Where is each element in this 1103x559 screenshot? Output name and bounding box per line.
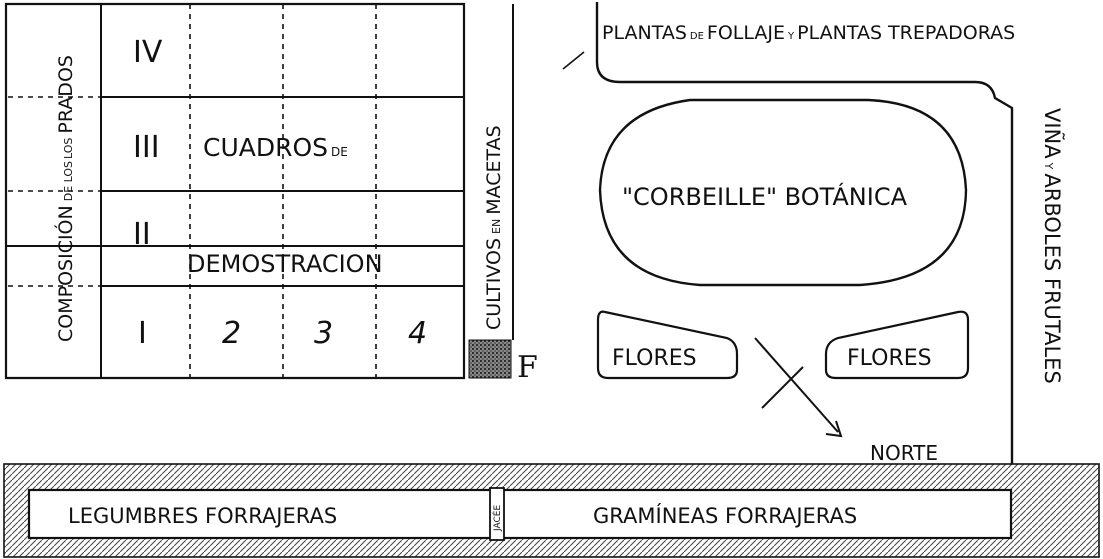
dark-square [468, 339, 512, 379]
arrow-crossbar [761, 366, 804, 409]
arrow-head [825, 420, 843, 438]
corbeille-outline [598, 98, 968, 287]
fodder-divider [489, 487, 505, 541]
north-arrow: NORTE [754, 337, 938, 465]
north-label: NORTE [870, 441, 938, 465]
stray-mark [562, 51, 585, 70]
fodder-strip: LEGUMBRES FORRAJERAS JACÉE GRAMÍNEAS FOR… [3, 463, 1100, 558]
flower-bed-label: FLORES [847, 346, 932, 371]
row-label-iii: III [133, 130, 160, 165]
corbeille-label: "CORBEILLE" BOTÁNICA [622, 182, 908, 211]
potted-crops-strip: CULTIVOSENMACETAS F [468, 4, 538, 385]
divider-label: JACÉE [491, 505, 503, 532]
demonstration-title-bottom: DEMOSTRACION [187, 250, 383, 278]
flower-bed-left: FLORES [596, 310, 739, 380]
row-label-i: I [138, 316, 147, 351]
legumes-label: LEGUMBRES FORRAJERAS [68, 504, 337, 528]
row-label-iv: IV [133, 35, 163, 70]
vineyard-label: VIÑAYARBOLES FRUTALES [1040, 108, 1066, 384]
meadow-composition-label: COMPOSICIÓNDE LOSLOSPRADOS [53, 55, 77, 342]
potted-crops-label: CULTIVOSENMACETAS [483, 125, 505, 330]
column-label-3: 3 [314, 316, 333, 351]
arrow-shaft [754, 337, 839, 433]
fodder-bed [27, 488, 1013, 540]
column-label-2: 2 [222, 316, 241, 351]
foliage-band-border [595, 2, 1014, 480]
flower-bed-label: FLORES [612, 346, 697, 371]
flower-bed-outline [824, 310, 970, 380]
block-border [4, 2, 466, 380]
row-label-ii: II [133, 217, 151, 252]
column-label-4: 4 [408, 316, 427, 351]
grasses-label: GRAMÍNEAS FORRAJERAS [593, 503, 857, 528]
demonstration-block: COMPOSICIÓNDE LOSLOSPRADOS IV III II I 2… [4, 2, 466, 380]
flower-bed-outline [596, 310, 739, 380]
marker-f: F [517, 350, 538, 385]
flower-bed-right: FLORES [824, 310, 970, 380]
corbeille-bed: "CORBEILLE" BOTÁNICA [598, 98, 968, 287]
